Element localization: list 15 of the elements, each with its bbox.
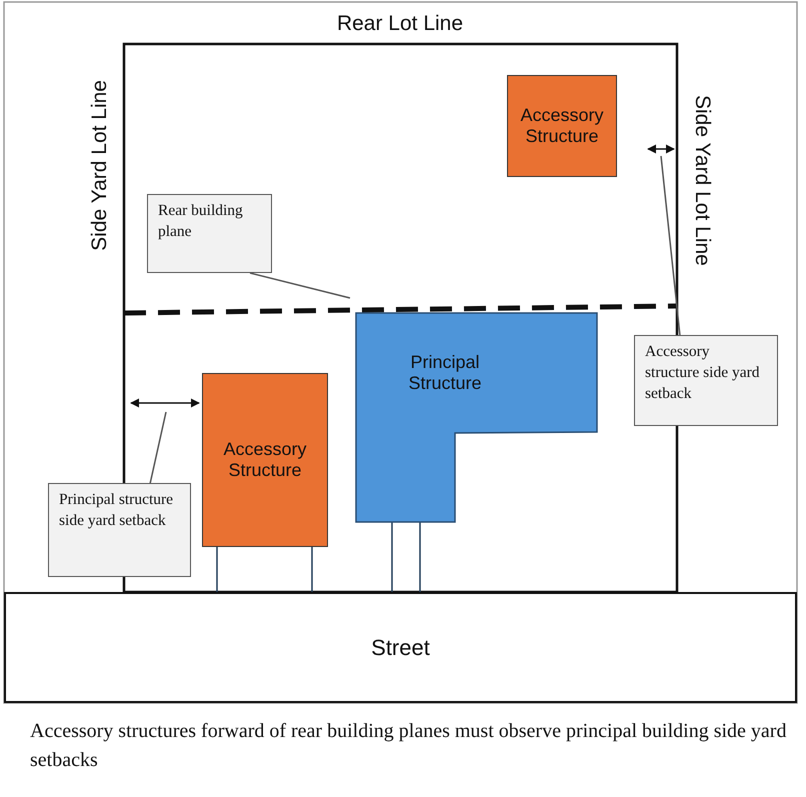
leader-line — [250, 272, 350, 299]
lot-line-label: Side Yard Lot Line — [690, 95, 714, 266]
callout-box: Rear building plane — [147, 194, 272, 273]
street: Street — [4, 592, 797, 703]
leader-line — [660, 156, 681, 336]
lot-line-label: Side Yard Lot Line — [88, 80, 112, 251]
leader-line — [149, 412, 167, 484]
callout-box: Principal structure side yard setback — [48, 483, 191, 577]
lot-line-label: Rear Lot Line — [336, 12, 464, 36]
caption: Accessory structures forward of rear building planes must observe principal building side yard setbacks — [30, 719, 788, 773]
callout-box: Accessory structure side yard setback — [634, 335, 778, 426]
accessory-structure: Accessory Structure — [202, 373, 328, 547]
principal-structure — [355, 312, 598, 523]
accessory-structure: Accessory Structure — [507, 75, 617, 177]
structure-label: Principal Structure — [407, 352, 483, 394]
